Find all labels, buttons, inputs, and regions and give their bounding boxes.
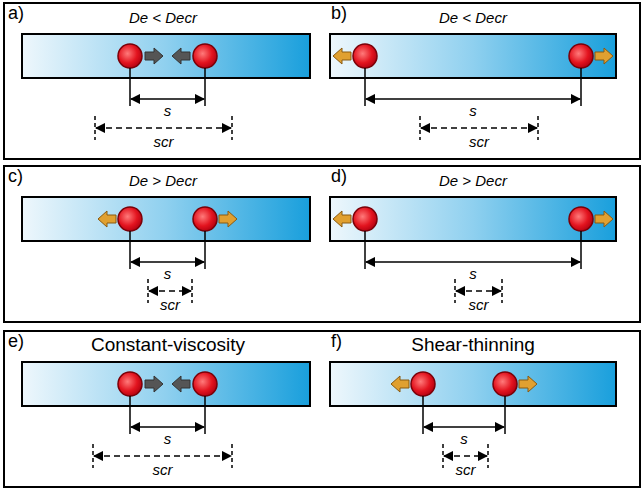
dimension-label: s bbox=[164, 431, 172, 448]
dimension-tick bbox=[364, 231, 366, 269]
panel-title: Shear-thinning bbox=[411, 335, 535, 356]
particle bbox=[193, 207, 217, 231]
dimension-label: scr bbox=[469, 297, 489, 314]
dimension-tick bbox=[419, 116, 421, 140]
dimension-tick bbox=[580, 68, 582, 106]
dimension-tick bbox=[204, 231, 206, 269]
dimension-tick bbox=[129, 396, 131, 434]
dimension-line bbox=[421, 127, 537, 129]
force-arrow bbox=[333, 211, 351, 227]
panel-letter: c) bbox=[8, 167, 23, 187]
panel-letter: f) bbox=[331, 332, 342, 352]
particle bbox=[569, 207, 593, 231]
particle bbox=[118, 372, 142, 396]
dimension-tick bbox=[501, 279, 503, 303]
dimension-tick bbox=[147, 279, 149, 303]
dimension-label: scr bbox=[153, 462, 173, 479]
dimension-label: s bbox=[164, 266, 172, 283]
force-arrow bbox=[595, 48, 613, 64]
particle bbox=[353, 207, 377, 231]
panel-title: De < Decr bbox=[439, 10, 507, 27]
dimension-tick bbox=[204, 68, 206, 106]
dimension-label: s bbox=[164, 103, 172, 120]
dimension-tick bbox=[191, 279, 193, 303]
dimension-tick bbox=[422, 396, 424, 434]
force-arrow bbox=[98, 211, 116, 227]
dimension-tick bbox=[129, 68, 131, 106]
dimension-line bbox=[96, 127, 231, 129]
particle bbox=[411, 372, 435, 396]
particle bbox=[569, 44, 593, 68]
panel-frame: a) De < Decr s scr b) De < Decr s scr bbox=[3, 2, 641, 160]
dimension-tick bbox=[231, 116, 233, 140]
force-arrow bbox=[172, 376, 190, 392]
force-arrow bbox=[595, 211, 613, 227]
channel bbox=[22, 197, 310, 241]
dimension-line bbox=[444, 455, 487, 457]
dimension-tick bbox=[504, 396, 506, 434]
force-arrow bbox=[333, 48, 351, 64]
dimension-tick bbox=[94, 116, 96, 140]
panel-frame: c) De > Decr s scr d) De > Decr s scr bbox=[3, 165, 641, 323]
dimension-label: scr bbox=[154, 134, 174, 151]
dimension-tick bbox=[454, 279, 456, 303]
channel bbox=[22, 362, 310, 406]
dimension-tick bbox=[204, 396, 206, 434]
force-arrow bbox=[391, 376, 409, 392]
panel-title: De > Decr bbox=[439, 173, 507, 190]
dimension-tick bbox=[364, 68, 366, 106]
dimension-tick bbox=[537, 116, 539, 140]
force-arrow bbox=[519, 376, 537, 392]
dimension-line bbox=[424, 426, 504, 428]
dimension-label: scr bbox=[160, 297, 180, 314]
dimension-tick bbox=[580, 231, 582, 269]
particle bbox=[118, 44, 142, 68]
dimension-line bbox=[149, 290, 191, 292]
particle bbox=[193, 372, 217, 396]
dimension-tick bbox=[487, 444, 489, 468]
dimension-label: scr bbox=[456, 462, 476, 479]
panel-title: Constant-viscosity bbox=[91, 335, 245, 356]
panel-letter: a) bbox=[8, 4, 24, 24]
dimension-label: s bbox=[469, 103, 477, 120]
dimension-label: scr bbox=[469, 134, 489, 151]
particle bbox=[493, 372, 517, 396]
panel-letter: b) bbox=[331, 4, 347, 24]
particle bbox=[193, 44, 217, 68]
channel bbox=[330, 34, 616, 78]
dimension-label: s bbox=[469, 266, 477, 283]
dimension-line bbox=[456, 290, 501, 292]
particle bbox=[353, 44, 377, 68]
channel bbox=[22, 34, 310, 78]
dimension-tick bbox=[442, 444, 444, 468]
force-arrow bbox=[145, 48, 163, 64]
particle bbox=[118, 207, 142, 231]
dimension-line bbox=[94, 455, 231, 457]
panel-title: De < Decr bbox=[129, 10, 197, 27]
dimension-tick bbox=[129, 231, 131, 269]
panel-frame: e) Constant-viscosity s scr f) Shear-thinning… bbox=[3, 330, 641, 488]
panel-letter: e) bbox=[8, 332, 24, 352]
dimension-line bbox=[131, 98, 204, 100]
force-arrow bbox=[219, 211, 237, 227]
channel bbox=[330, 362, 616, 406]
force-arrow bbox=[172, 48, 190, 64]
dimension-label: s bbox=[460, 431, 468, 448]
dimension-line bbox=[366, 261, 580, 263]
panel-title: De > Decr bbox=[129, 173, 197, 190]
force-arrow bbox=[145, 376, 163, 392]
dimension-line bbox=[366, 98, 580, 100]
dimension-line bbox=[131, 426, 204, 428]
dimension-line bbox=[131, 261, 204, 263]
dimension-tick bbox=[92, 444, 94, 468]
channel bbox=[330, 197, 616, 241]
dimension-tick bbox=[231, 444, 233, 468]
panel-letter: d) bbox=[331, 167, 347, 187]
